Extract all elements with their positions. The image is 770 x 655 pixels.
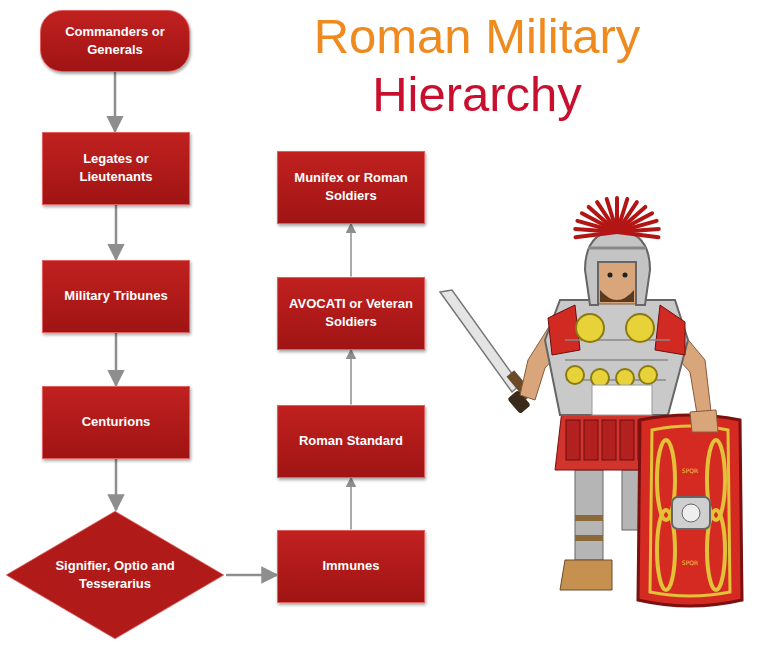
node-label: Legates or Lieutenants [43,150,189,186]
node-label: Signifier, Optio and Tesserarius [46,557,184,593]
node-label: Military Tribunes [56,287,175,305]
node-label: AVOCATI or Veteran Soldiers [278,295,424,331]
title: Roman Military Hierarchy [212,8,742,124]
connector-arrow [226,574,277,577]
text-holder: Military Tribunes [56,287,175,305]
sword [440,290,533,414]
text-holder: Roman Standard [291,432,411,450]
process-box: Military Tribunes [42,260,190,333]
node-label: Centurions [74,413,159,431]
connector-arrow [350,350,352,405]
process-box: Legates or Lieutenants [42,132,190,205]
decision-diamond: Signifier, Optio and Tesserarius [4,510,226,640]
hand [690,410,718,432]
connector-arrow [114,72,117,132]
process-box: Roman Standard [277,405,425,478]
connector-arrow [350,478,352,530]
shield-inscription: SPQR [682,559,698,566]
text-holder: Centurions [74,413,159,431]
armor [545,300,688,415]
node-label: Munifex or Roman Soldiers [278,169,424,205]
helmet [585,230,650,305]
connector-arrow [115,333,118,386]
process-box: Munifex or Roman Soldiers [277,151,425,224]
text-holder: Munifex or Roman Soldiers [278,169,424,205]
text-holder: Immunes [314,557,387,575]
text-holder: Legates or Lieutenants [43,150,189,186]
connector-arrow [350,224,352,277]
shield [638,415,742,606]
text-holder: Commanders or Generals [41,23,189,59]
node-label: Immunes [314,557,387,575]
process-box: AVOCATI or Veteran Soldiers [277,277,425,350]
text-holder: Signifier, Optio and Tesserarius [46,557,184,593]
process-box: Centurions [42,386,190,459]
command-pill: Commanders or Generals [40,10,190,72]
node-label: Roman Standard [291,432,411,450]
head [598,262,636,304]
process-box: Immunes [277,530,425,603]
node-label: Commanders or Generals [41,23,189,59]
diamond-outline [4,510,226,640]
connector-arrow [115,205,118,260]
plume [575,198,659,237]
connector-arrow [115,459,118,511]
legs [560,470,646,590]
text-holder: AVOCATI or Veteran Soldiers [278,295,424,331]
phalerae [566,314,657,387]
shield-inscription: SPQR [682,467,698,474]
